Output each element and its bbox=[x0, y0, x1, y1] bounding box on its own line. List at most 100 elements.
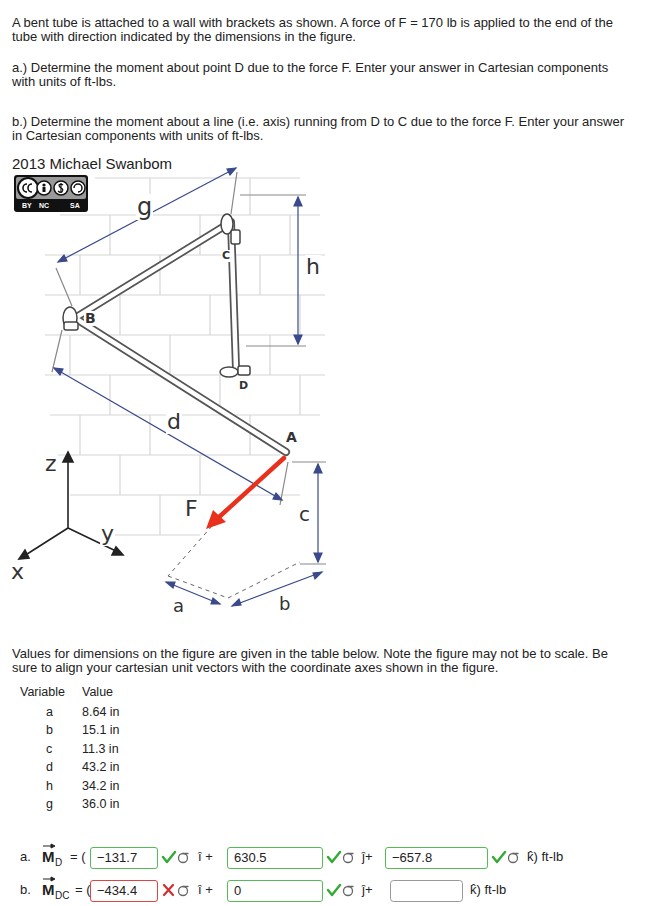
table-header: Variable bbox=[20, 684, 65, 700]
license-tag: BY bbox=[22, 202, 32, 209]
cc-badge-part bbox=[42, 183, 45, 186]
unit-vector: k̂) ft-lb bbox=[527, 849, 563, 866]
answer-value: −131.7 bbox=[97, 850, 137, 865]
brackets bbox=[63, 214, 250, 377]
credit-text: 2013 Michael Swanbom bbox=[12, 154, 172, 174]
brackets-part bbox=[231, 230, 240, 244]
axes bbox=[19, 452, 123, 559]
cc-badge-part bbox=[54, 181, 68, 195]
table-cell: 8.64 in bbox=[82, 704, 120, 720]
dimension-lines-part bbox=[54, 368, 282, 500]
projection-dashes bbox=[168, 526, 300, 598]
force-arrow bbox=[206, 458, 284, 529]
dimension-label: h bbox=[305, 255, 321, 279]
dimension-lines-part bbox=[314, 464, 322, 562]
table-cell: 11.3 in bbox=[82, 741, 119, 757]
dimension-label: g bbox=[136, 194, 153, 220]
vector-subscript: DC bbox=[55, 889, 69, 902]
axis-label: z bbox=[44, 452, 58, 476]
answer-marks-part-part bbox=[513, 853, 518, 854]
brackets-part bbox=[220, 367, 238, 377]
axis-label: y bbox=[100, 522, 115, 546]
answer-value: −434.4 bbox=[97, 883, 137, 898]
cc-badge-part bbox=[58, 183, 63, 193]
table-cell: b bbox=[46, 722, 53, 738]
brick-wall-part bbox=[70, 178, 300, 535]
answer-marks-part-part bbox=[183, 853, 188, 854]
unit-vector: ĵ+ bbox=[362, 849, 372, 866]
license-tag: NC bbox=[39, 202, 49, 209]
cc-badge-part bbox=[37, 181, 51, 195]
answer-label: = ( bbox=[75, 882, 91, 899]
license-tag: SA bbox=[70, 202, 80, 209]
brackets-part bbox=[63, 307, 77, 329]
answer-box: −434.4 bbox=[90, 880, 158, 902]
unit-vector: ĵ+ bbox=[362, 882, 372, 899]
cc-badge-part bbox=[23, 184, 32, 192]
dimension-lines-part bbox=[56, 172, 237, 306]
unit-vector: î + bbox=[198, 849, 213, 866]
note-text: Values for dimensions on the figure are … bbox=[12, 647, 624, 675]
answer-marks-part-part bbox=[509, 854, 518, 863]
brackets-part bbox=[238, 366, 250, 375]
cc-badge-part bbox=[74, 184, 82, 192]
table-cell: 15.1 in bbox=[82, 722, 120, 738]
point-label: B bbox=[84, 311, 97, 326]
unit-vector: k̂) ft-lb bbox=[470, 882, 506, 899]
answer-label: = ( bbox=[70, 849, 86, 866]
cc-badge-part bbox=[43, 187, 46, 192]
tube bbox=[75, 222, 286, 452]
table-cell: d bbox=[46, 759, 53, 775]
vector-subscript: D bbox=[55, 856, 62, 869]
force-arrow-part bbox=[218, 458, 284, 518]
question-text: a.) Determine the moment about point D d… bbox=[12, 61, 624, 89]
answer-label: a. bbox=[20, 849, 31, 866]
answer-value: −657.8 bbox=[392, 850, 432, 865]
dimension-lines-part bbox=[240, 195, 306, 346]
answer-value: 630.5 bbox=[234, 850, 267, 865]
dimension-label: a bbox=[172, 596, 185, 616]
brick-wall-part bbox=[45, 178, 325, 535]
dimension-lines-part bbox=[52, 330, 288, 505]
axes-part bbox=[24, 458, 118, 556]
point-label: D bbox=[238, 380, 249, 392]
cc-badge-part bbox=[14, 175, 88, 212]
tube-part bbox=[75, 222, 286, 452]
answer-marks-part-part bbox=[179, 854, 188, 863]
table-cell: a bbox=[46, 704, 53, 720]
table-cell: 43.2 in bbox=[82, 759, 120, 775]
answer-box: −131.7 bbox=[90, 847, 158, 869]
table-header: Value bbox=[82, 684, 113, 700]
projection-dashes-part bbox=[168, 526, 300, 598]
dimension-label: b bbox=[278, 594, 291, 614]
problem-text: A bent tube is attached to a wall with b… bbox=[12, 16, 624, 44]
answer-marks-part-part bbox=[344, 854, 353, 863]
point-label: A bbox=[285, 430, 298, 445]
answer-marks-part bbox=[164, 885, 173, 895]
answer-label: b. bbox=[20, 882, 31, 899]
tube-part bbox=[75, 222, 286, 452]
brick-wall bbox=[45, 178, 325, 535]
unit-vector: î + bbox=[198, 882, 213, 899]
cc-badge-part bbox=[16, 177, 86, 199]
answer-marks-part-part bbox=[348, 886, 353, 887]
answer-marks-part-part bbox=[348, 853, 353, 854]
force-arrow-part bbox=[206, 510, 226, 529]
dimension-label: c bbox=[298, 503, 311, 525]
cc-badge-part bbox=[18, 178, 38, 198]
answer-box: 0 bbox=[227, 880, 323, 902]
dimension-lines-part bbox=[292, 462, 326, 564]
answer-marks-part-part bbox=[344, 887, 353, 896]
table-cell: 34.2 in bbox=[82, 778, 120, 794]
answer-box: −657.8 bbox=[385, 847, 488, 869]
table-cell: c bbox=[46, 741, 52, 757]
dimension-lines-part bbox=[54, 368, 282, 500]
dimension-lines-part bbox=[317, 464, 318, 562]
answer-box: 630.5 bbox=[227, 847, 323, 869]
axis-label: x bbox=[10, 560, 25, 584]
dimension-lines-part bbox=[294, 197, 302, 344]
answer-value: 0 bbox=[234, 883, 241, 898]
table-cell: h bbox=[46, 778, 53, 794]
point-label: C bbox=[221, 250, 231, 262]
